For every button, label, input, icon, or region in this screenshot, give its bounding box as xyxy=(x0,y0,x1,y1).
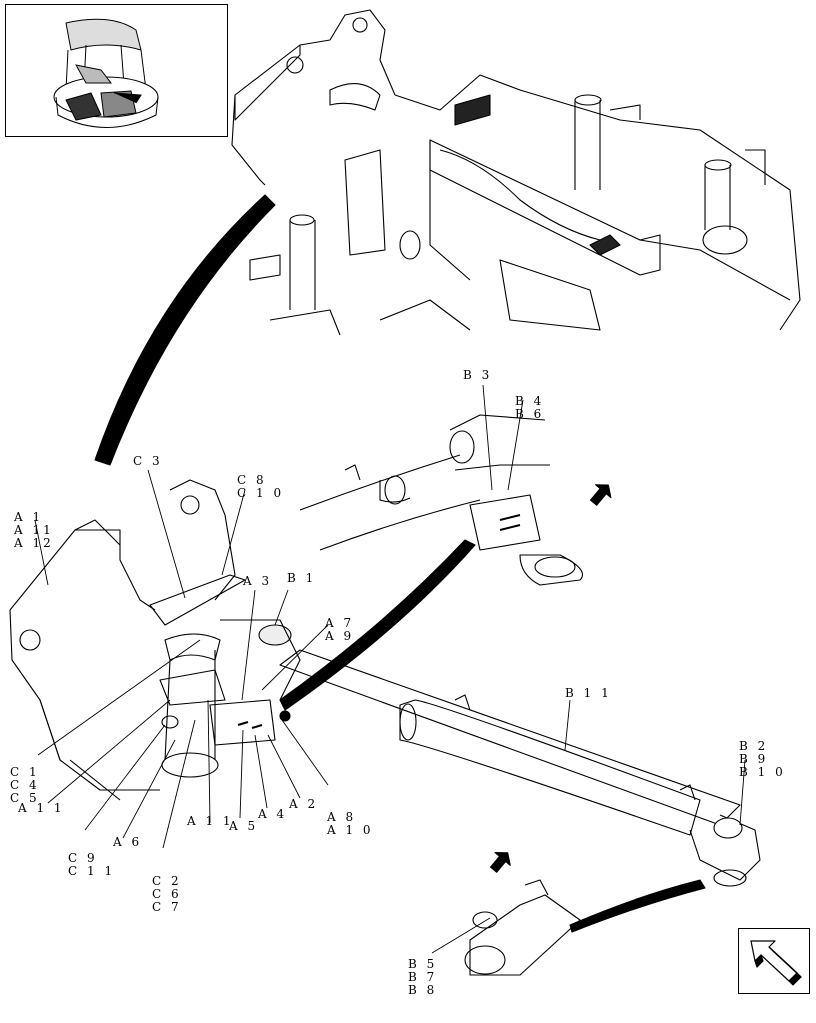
assembly-drawing xyxy=(9,9,801,976)
callout-b11: B 1 1 xyxy=(565,686,612,700)
callout-a4: A 4 xyxy=(258,807,288,821)
callout-b3: B 3 xyxy=(463,368,493,382)
callout-a6: A 6 xyxy=(113,835,143,849)
machine-overview-thumbnail xyxy=(5,4,228,137)
hydraulic-cylinder xyxy=(279,649,761,887)
upper-frame-view xyxy=(231,9,801,336)
machine-overview-icon xyxy=(53,18,159,128)
rod-end-detail-lower xyxy=(464,879,581,976)
next-page-button[interactable] xyxy=(738,928,810,994)
next-page-arrow-icon xyxy=(750,940,802,986)
callout-a2: A 2 xyxy=(289,797,319,811)
callout-a5: A 5 xyxy=(229,819,259,833)
rod-end-detail-upper xyxy=(299,414,584,586)
callout-a11-left: A 1 1 xyxy=(18,801,65,815)
callout-a3: A 3 xyxy=(243,574,273,588)
callout-b1: B 1 xyxy=(287,571,317,585)
pivot-bracket-view xyxy=(9,479,301,801)
callout-c3: C 3 xyxy=(133,454,163,468)
callout-a11-mid: A 1 1 xyxy=(187,814,234,828)
